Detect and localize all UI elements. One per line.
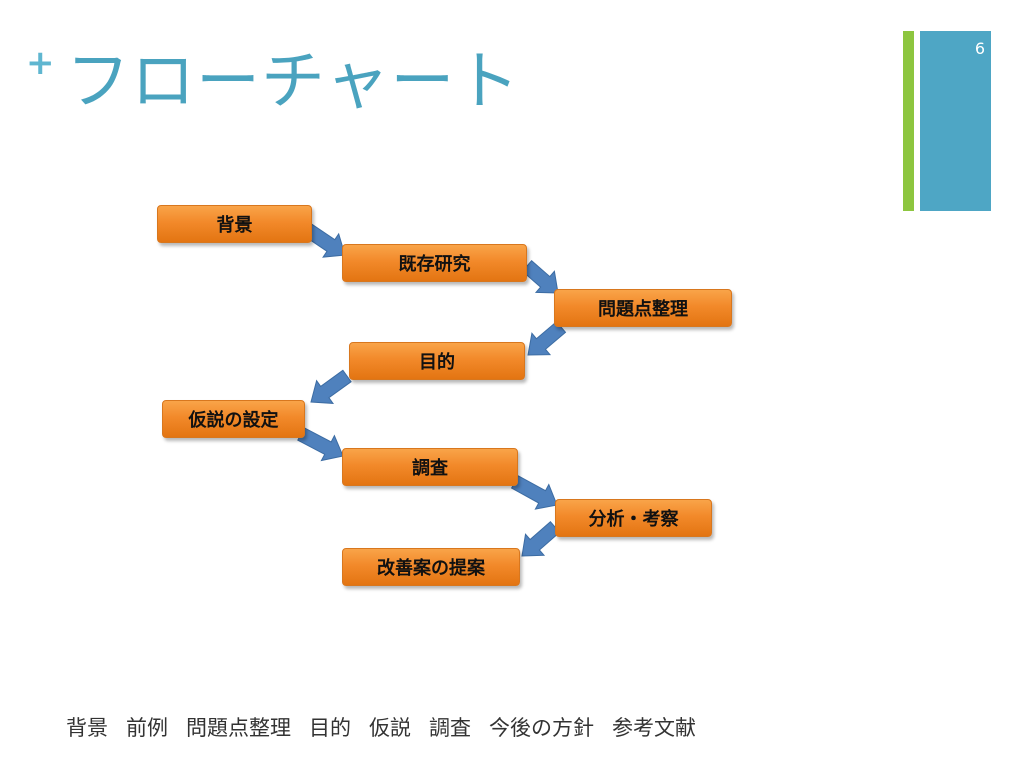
step-analysis: 分析・考察: [555, 499, 712, 537]
page-number: 6: [974, 39, 985, 58]
nav-references[interactable]: 参考文献: [612, 716, 696, 740]
nav-purpose[interactable]: 目的: [309, 716, 351, 740]
step-problem-organizing: 問題点整理: [554, 289, 732, 327]
step-improvement-proposal: 改善案の提案: [342, 548, 520, 586]
flow-arrow-icon-6: [510, 475, 558, 510]
step-background: 背景: [157, 205, 312, 243]
nav-problem-organizing[interactable]: 問題点整理: [186, 716, 291, 740]
nav-future-policy[interactable]: 今後の方針: [489, 716, 594, 740]
flow-arrow-icon-5: [297, 427, 344, 462]
nav-survey[interactable]: 調査: [429, 716, 471, 740]
step-purpose: 目的: [349, 342, 525, 380]
flow-arrow-icon-3: [527, 320, 567, 356]
plus-icon: +: [26, 43, 55, 83]
nav-precedent[interactable]: 前例: [126, 716, 168, 740]
flow-arrow-icon-7: [521, 520, 561, 557]
flow-arrow-icon-4: [310, 369, 352, 404]
step-existing-research: 既存研究: [342, 244, 527, 282]
flow-arrow-icon-1: [300, 221, 346, 258]
slide-title: フローチャート: [66, 45, 521, 119]
bottom-nav: 背景 前例 問題点整理 目的 仮説 調査 今後の方針 参考文献: [66, 712, 696, 742]
step-hypothesis-setting: 仮説の設定: [162, 400, 305, 438]
step-survey: 調査: [342, 448, 518, 486]
accent-bar-green: [903, 31, 914, 211]
flow-arrow-icon-2: [521, 259, 559, 294]
accent-bar-blue: [920, 31, 991, 211]
nav-hypothesis[interactable]: 仮説: [369, 716, 411, 740]
nav-background[interactable]: 背景: [66, 716, 108, 740]
